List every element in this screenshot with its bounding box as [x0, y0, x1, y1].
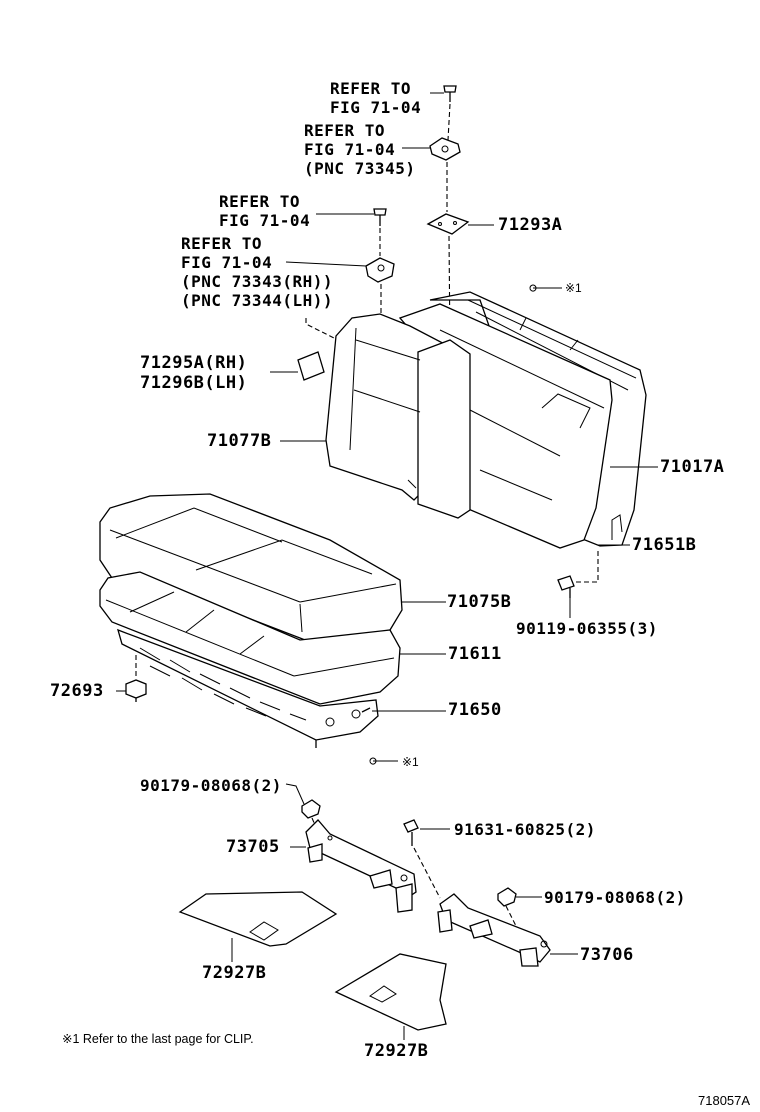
label-refer-bolt-top-line2: FIG 71-04: [330, 98, 422, 117]
label-clip-ref-upper: ※1: [565, 281, 582, 295]
label-refer-bolt-left: REFER TO FIG 71-04: [219, 192, 310, 230]
label-73706: 73706: [580, 945, 634, 965]
grommet-72693-icon: [125, 679, 147, 702]
seat-back-left-71077b: [325, 313, 471, 519]
label-refer-hinge-center: REFER TO FIG 71-04 (PNC 73345): [304, 121, 415, 178]
label-refer-hinge-left-line1: REFER TO: [181, 234, 263, 253]
cover-cap-icon: [297, 351, 325, 381]
leader-lines: [116, 92, 658, 1040]
label-71650: 71650: [448, 700, 502, 720]
label-72693: 72693: [50, 681, 104, 701]
label-71295a: 71295A(RH): [140, 353, 248, 373]
label-90179-left: 90179-08068(2): [140, 776, 282, 795]
label-71651b: 71651B: [632, 535, 697, 555]
bolt-91631-icon: [403, 819, 419, 846]
figure-id: 718057A: [698, 1093, 751, 1108]
carpet-72927b-left: [178, 891, 338, 947]
clip-marker-upper-icon: [529, 284, 562, 292]
label-71611: 71611: [448, 644, 502, 664]
clip-marker-lower-icon: [369, 757, 398, 765]
label-refer-hinge-left-line2: FIG 71-04: [181, 253, 273, 272]
left-hinge-icon: [365, 257, 395, 283]
center-hinge-icon: [429, 137, 461, 161]
label-71017a: 71017A: [660, 457, 725, 477]
label-clip-ref-lower: ※1: [402, 755, 419, 769]
label-refer-bolt-top-line1: REFER TO: [330, 79, 412, 98]
footnote: ※1 Refer to the last page for CLIP.: [62, 1032, 254, 1046]
label-refer-bolt-top: REFER TO FIG 71-04: [330, 79, 421, 117]
label-71293a: 71293A: [498, 215, 563, 235]
plate-71293a-icon: [426, 213, 470, 235]
label-71075b: 71075B: [447, 592, 512, 612]
label-71077b: 71077B: [207, 431, 272, 451]
label-refer-hinge-left-line4: (PNC 73344(LH)): [181, 291, 333, 310]
label-72927b-left: 72927B: [202, 963, 267, 983]
nut-90179-right-icon: [497, 887, 517, 907]
label-73705: 73705: [226, 837, 280, 857]
hinge-bracket-73706: [437, 893, 551, 967]
label-refer-hinge-left: REFER TO FIG 71-04 (PNC 73343(RH)) (PNC …: [181, 234, 333, 310]
hinge-bracket-73705: [305, 819, 417, 913]
label-72927b-right: 72927B: [364, 1041, 429, 1061]
label-refer-hinge-left-line3: (PNC 73343(RH)): [181, 272, 333, 291]
label-refer-hinge-center-line1: REFER TO: [304, 121, 386, 140]
top-bolt-icon: [443, 85, 457, 102]
left-bolt-icon: [373, 208, 387, 226]
nut-90179-left-icon: [301, 799, 321, 819]
label-90179-right: 90179-08068(2): [544, 888, 686, 907]
carpet-72927b-right: [334, 953, 447, 1031]
cushion-pad-71611: [99, 571, 401, 705]
screw-90119-icon: [557, 575, 575, 598]
label-71296b: 71296B(LH): [140, 373, 248, 393]
label-90119: 90119-06355(3): [516, 619, 658, 638]
label-refer-hinge-center-line3: (PNC 73345): [304, 159, 416, 178]
cushion-frame-71650: [117, 628, 379, 748]
label-refer-bolt-left-line1: REFER TO: [219, 192, 301, 211]
label-91631: 91631-60825(2): [454, 820, 596, 839]
label-refer-bolt-left-line2: FIG 71-04: [219, 211, 311, 230]
label-refer-hinge-center-line2: FIG 71-04: [304, 140, 396, 159]
